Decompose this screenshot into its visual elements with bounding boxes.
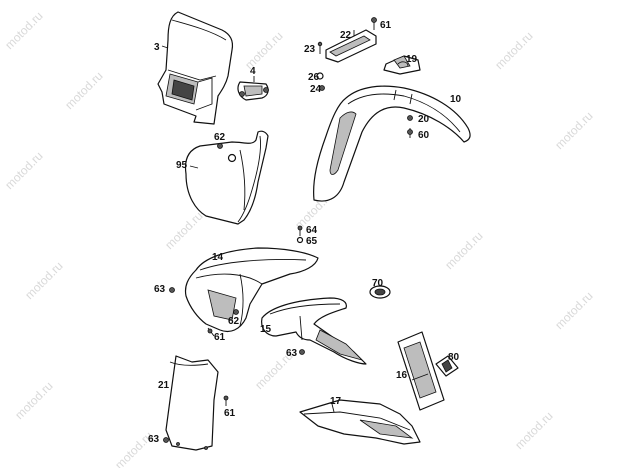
watermark: motod.ru <box>442 229 485 272</box>
watermark: motod.ru <box>162 209 205 252</box>
watermark: motod.ru <box>492 29 535 72</box>
watermark: motod.ru <box>2 149 45 192</box>
label-62: 62 <box>214 132 226 143</box>
screw-61c <box>223 395 229 406</box>
label-10: 10 <box>450 94 462 105</box>
side-panel <box>261 297 367 365</box>
taillight-bracket <box>383 55 421 75</box>
label-70: 70 <box>372 278 384 289</box>
label-60: 60 <box>418 130 430 141</box>
label-22: 22 <box>340 30 352 41</box>
label-64: 64 <box>306 225 318 236</box>
watermark: motod.ru <box>552 109 595 152</box>
watermark: motod.ru <box>512 409 555 452</box>
label-21: 21 <box>158 380 170 391</box>
label-61: 61 <box>380 20 392 31</box>
label-26: 26 <box>308 72 320 83</box>
front-fender <box>184 247 319 333</box>
nut-20 <box>407 115 413 121</box>
nut-24 <box>319 85 325 91</box>
label-80: 80 <box>448 352 460 363</box>
label-61-second: 61 <box>214 332 226 343</box>
label-23: 23 <box>304 44 316 55</box>
mud-flap <box>165 355 219 451</box>
label-3: 3 <box>154 42 160 53</box>
nut-63c <box>163 437 169 443</box>
label-65: 65 <box>306 236 318 247</box>
rear-fender <box>313 85 471 202</box>
grommet <box>369 285 391 299</box>
label-20: 20 <box>418 114 430 125</box>
bolt-23 <box>317 41 323 54</box>
reflector <box>435 355 459 377</box>
washer-65 <box>296 236 304 244</box>
label-62-second: 62 <box>228 316 240 327</box>
label-63-third: 63 <box>148 434 160 445</box>
watermark: motod.ru <box>62 69 105 112</box>
nut-63b <box>299 349 305 355</box>
number-plate <box>184 130 269 225</box>
label-19: 19 <box>406 54 418 65</box>
rear-bracket <box>325 29 377 63</box>
label-16: 16 <box>396 370 408 381</box>
watermark: motod.ru <box>12 379 55 422</box>
headlight-mask <box>157 11 234 125</box>
watermark: motod.ru <box>2 9 45 52</box>
washer-26 <box>316 72 324 80</box>
watermark: motod.ru <box>22 259 65 302</box>
skid-plate <box>299 399 421 445</box>
watermark: motod.ru <box>552 289 595 332</box>
label-15: 15 <box>260 324 272 335</box>
fastener-62 <box>217 143 223 149</box>
watermark: motod.ru <box>242 29 285 72</box>
label-4: 4 <box>250 66 256 77</box>
screw-64 <box>297 225 303 236</box>
label-61-third: 61 <box>224 408 236 419</box>
nut-63a <box>169 287 175 293</box>
label-24: 24 <box>310 84 322 95</box>
nut-62b <box>233 309 239 315</box>
label-14: 14 <box>212 252 224 263</box>
fastener-61-top <box>371 17 377 30</box>
label-17: 17 <box>330 396 342 407</box>
screw-61b <box>207 327 215 337</box>
label-95: 95 <box>176 160 188 171</box>
bolt-60 <box>407 128 413 138</box>
label-63: 63 <box>154 284 166 295</box>
headlight-clamp <box>237 76 269 101</box>
plate-holder <box>397 331 445 411</box>
label-63-second: 63 <box>286 348 298 359</box>
